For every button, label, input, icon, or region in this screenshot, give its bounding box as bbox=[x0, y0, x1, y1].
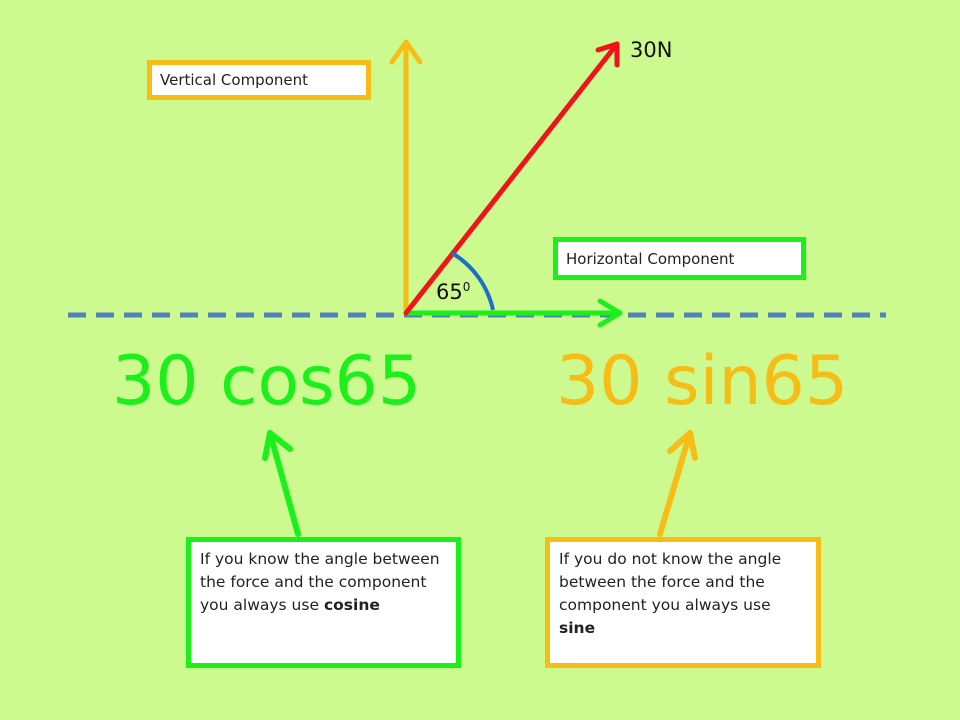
force-arrow bbox=[403, 41, 620, 316]
cosine-rule-note: If you know the angle between the force … bbox=[186, 537, 461, 668]
sine-pointer-arrow bbox=[657, 430, 698, 537]
cosine-keyword: cosine bbox=[323, 596, 380, 614]
sine-keyword: sine bbox=[559, 619, 596, 637]
formula-sine: 30 sin65 bbox=[556, 342, 849, 421]
angle-unit: 0 bbox=[462, 280, 471, 294]
angle-value: 65 bbox=[436, 280, 463, 304]
sine-note-text: If you do not know the angle between the… bbox=[559, 550, 782, 614]
angle-label: 650 bbox=[436, 280, 470, 304]
angle-arc bbox=[450, 251, 495, 311]
cosine-pointer-arrow bbox=[262, 430, 301, 537]
sine-rule-note: If you do not know the angle between the… bbox=[545, 537, 821, 668]
horizontal-component-arrow bbox=[403, 298, 623, 328]
force-magnitude-label: 30N bbox=[630, 38, 673, 62]
cosine-note-text: If you know the angle between the force … bbox=[200, 550, 440, 614]
vertical-component-label: Vertical Component bbox=[147, 60, 371, 100]
horizontal-component-label: Horizontal Component bbox=[553, 237, 806, 280]
formula-cosine: 30 cos65 bbox=[112, 342, 422, 421]
vertical-component-arrow bbox=[389, 39, 423, 316]
